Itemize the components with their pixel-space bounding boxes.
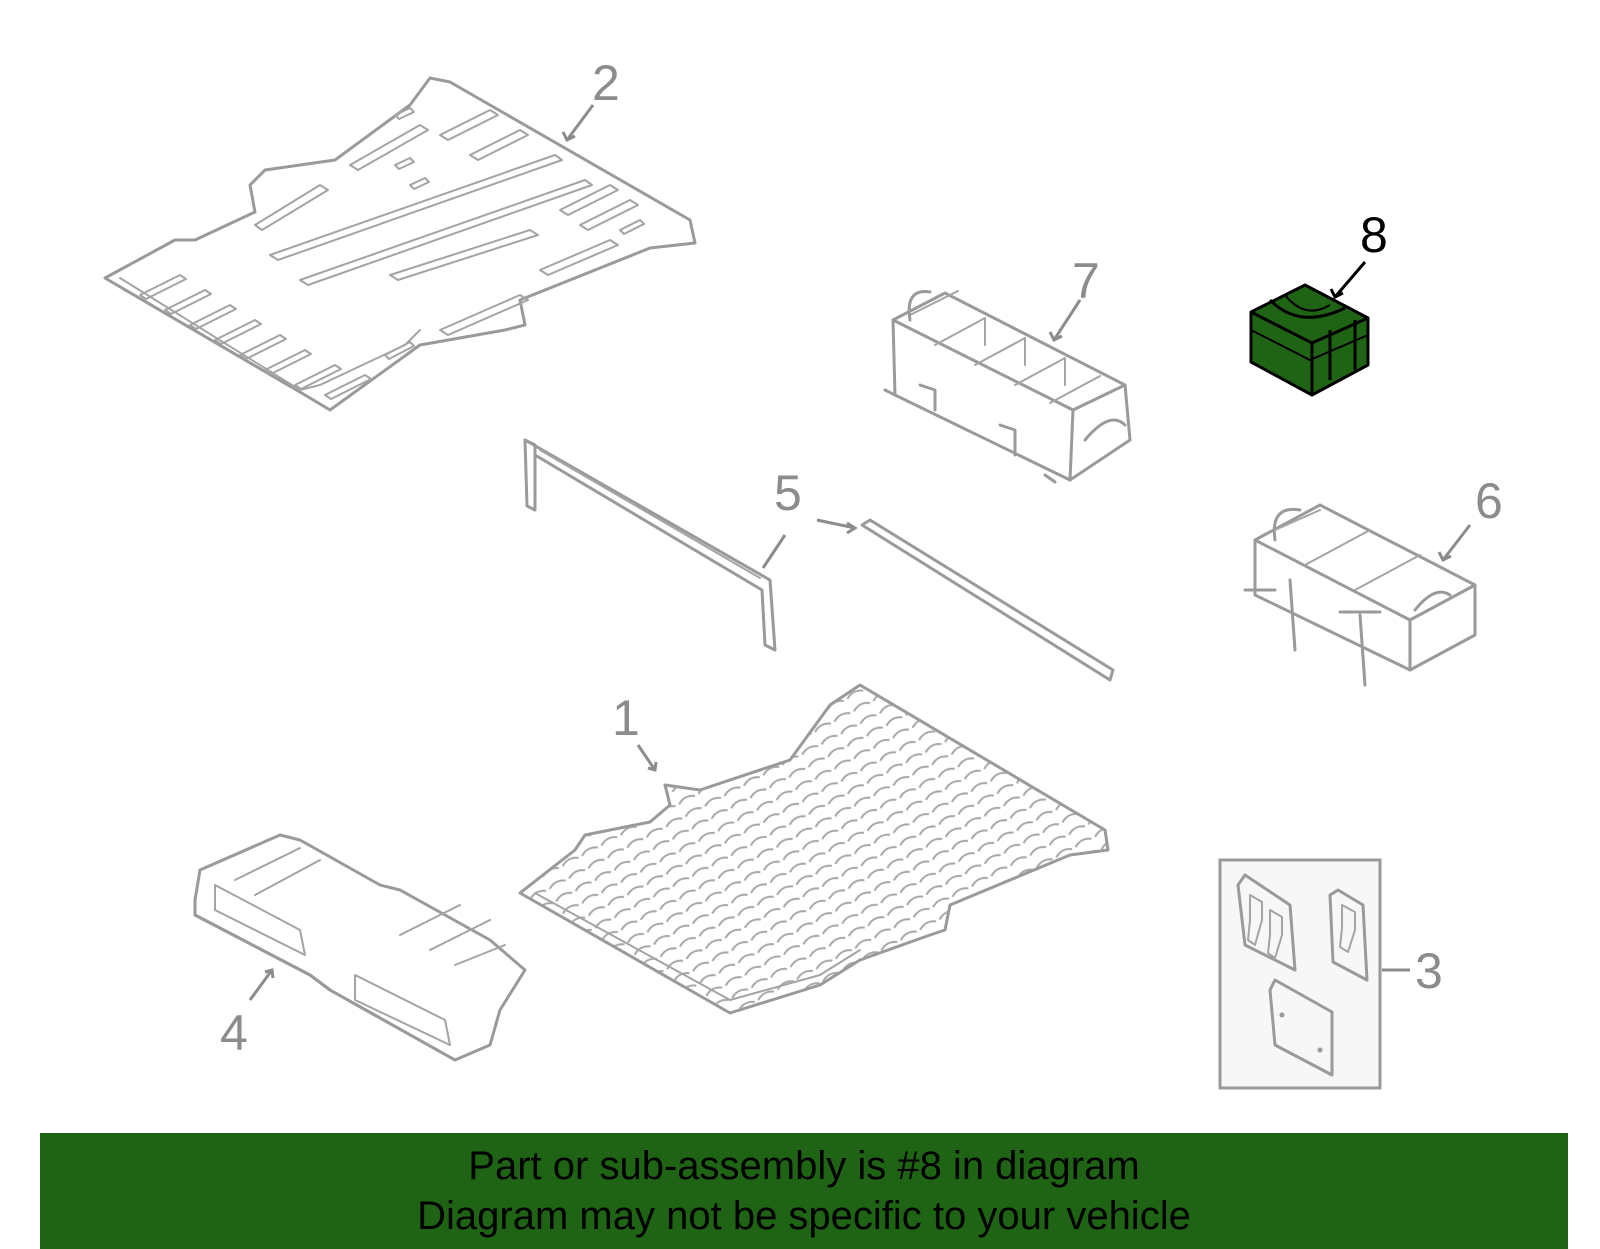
part-2-bed-liner[interactable] [103, 76, 697, 412]
leader-lines [248, 104, 1472, 1001]
part-4-storage-tray[interactable] [193, 833, 527, 1062]
part-6-cargo-organizer-small[interactable] [1243, 503, 1477, 687]
notice-banner: Part or sub-assembly is #8 in diagram Di… [40, 1133, 1568, 1249]
callout-8: 8 [1360, 207, 1388, 263]
callout-7: 7 [1072, 253, 1100, 309]
part-5-rails[interactable] [523, 438, 1115, 682]
part-7-cargo-organizer-large[interactable] [883, 290, 1132, 484]
banner-line-1: Part or sub-assembly is #8 in diagram [468, 1144, 1140, 1188]
callout-6: 6 [1475, 473, 1503, 529]
parts-diagram: 2 7 8 6 5 1 4 3 [103, 55, 1503, 1090]
callout-1: 1 [612, 690, 640, 746]
callout-4: 4 [220, 1005, 248, 1061]
banner-line-2: Diagram may not be specific to your vehi… [417, 1194, 1191, 1238]
callout-3: 3 [1415, 943, 1443, 999]
callout-numbers: 2 7 8 6 5 1 4 3 [220, 55, 1503, 1061]
callout-5: 5 [774, 465, 802, 521]
part-1-floor-mat[interactable] [518, 683, 1110, 1015]
part-3-switch-panels[interactable] [1218, 858, 1382, 1090]
part-8-cooler-bag[interactable] [1249, 283, 1370, 397]
callout-2: 2 [592, 55, 620, 111]
